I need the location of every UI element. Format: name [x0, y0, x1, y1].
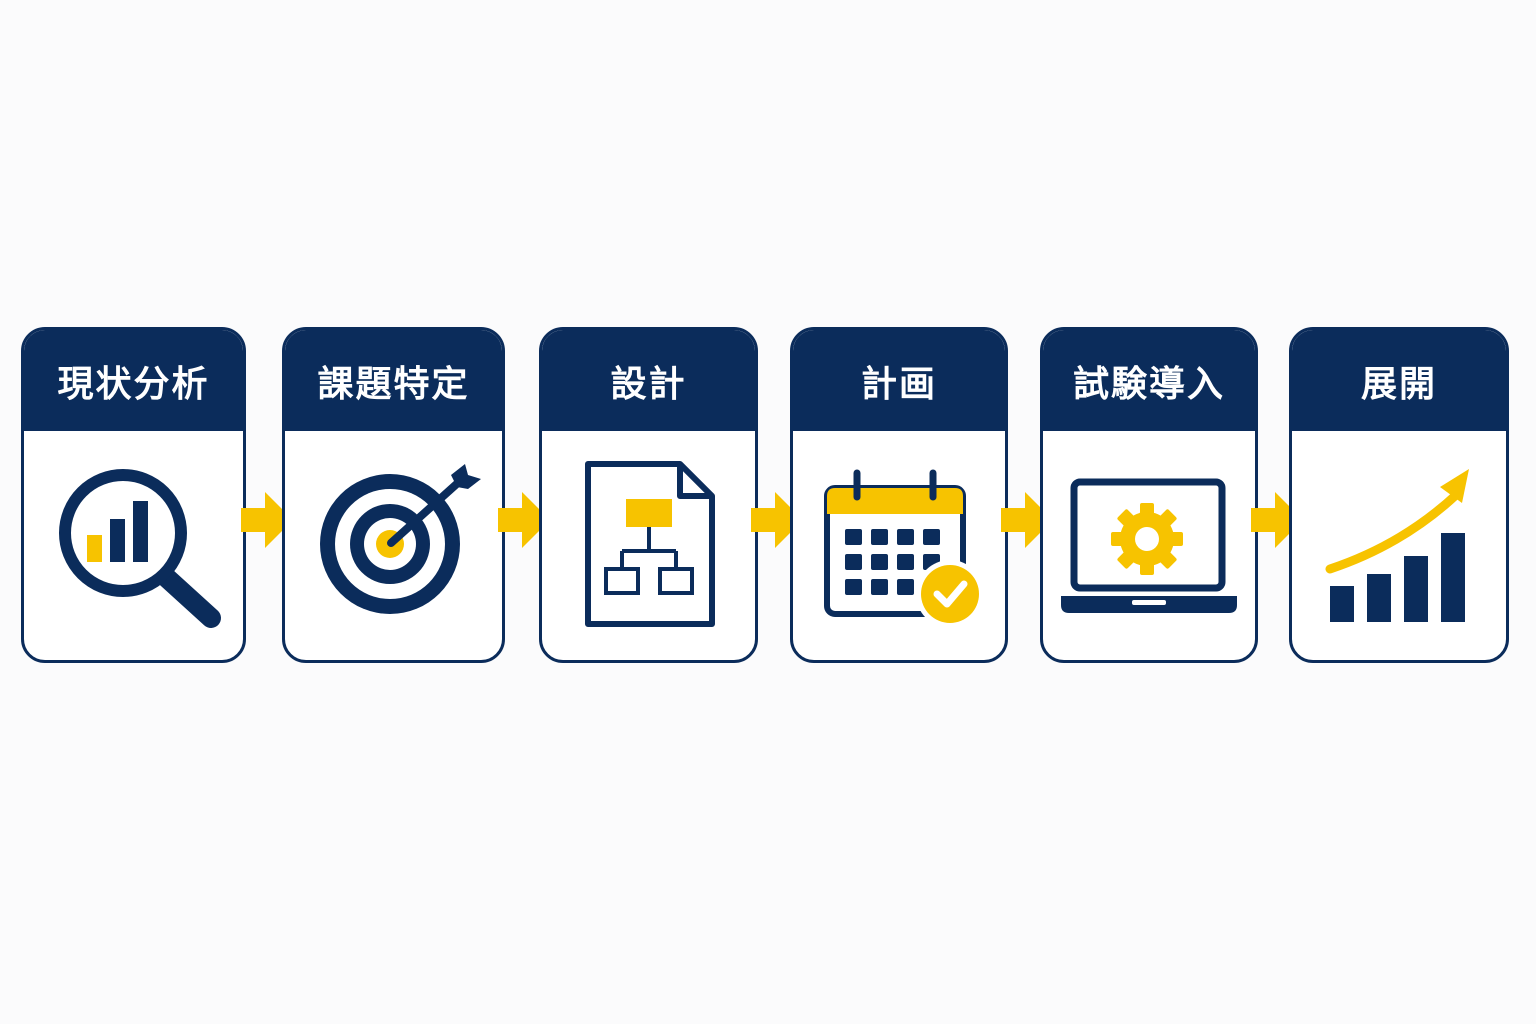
arrow-right-icon — [1251, 492, 1303, 548]
step-body — [542, 431, 755, 660]
step-title: 設計 — [542, 330, 755, 431]
step-title: 展開 — [1292, 330, 1506, 431]
target-arrow-icon — [320, 464, 481, 614]
arrow-right-icon — [241, 492, 293, 548]
step-card-issue-identification: 課題特定 — [282, 327, 505, 663]
document-flowchart-icon — [585, 461, 715, 627]
growth-chart-icon — [1325, 469, 1469, 622]
step-body — [1292, 431, 1506, 660]
arrow-right-icon — [498, 492, 550, 548]
step-card-pilot: 試験導入 — [1040, 327, 1258, 663]
step-title: 試験導入 — [1043, 330, 1255, 431]
laptop-gear-icon — [1061, 478, 1237, 613]
step-title: 課題特定 — [285, 330, 502, 431]
calendar-check-icon — [824, 469, 984, 628]
magnifier-bar-chart-icon — [59, 469, 221, 628]
step-card-design: 設計 — [539, 327, 758, 663]
arrow-right-icon — [751, 492, 803, 548]
step-body — [793, 431, 1005, 660]
step-title: 計画 — [793, 330, 1005, 431]
step-title: 現状分析 — [24, 330, 243, 431]
arrow-right-icon — [1001, 492, 1053, 548]
step-card-analysis: 現状分析 — [21, 327, 246, 663]
step-body — [24, 431, 243, 660]
step-card-rollout: 展開 — [1289, 327, 1509, 663]
step-body — [285, 431, 502, 660]
step-body — [1043, 431, 1255, 660]
step-card-planning: 計画 — [790, 327, 1008, 663]
